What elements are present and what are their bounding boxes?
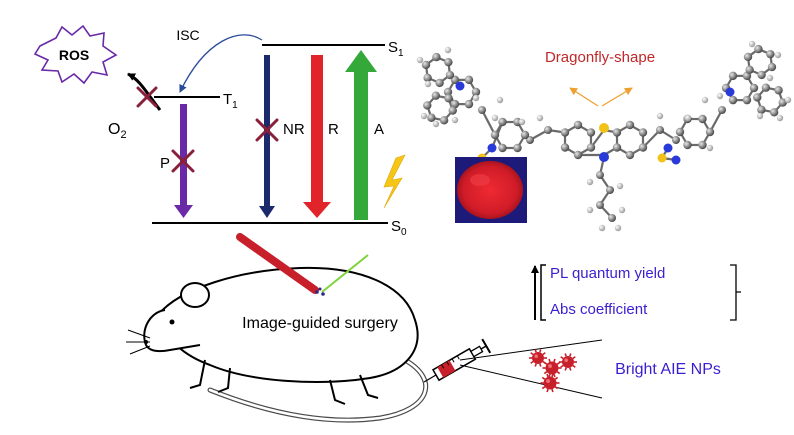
isc-label: ISC (176, 27, 199, 43)
abs-coefficient-label: Abs coefficient (550, 301, 648, 318)
phosphorescence-arrow-shaft (180, 104, 187, 207)
radiative-arrow-shaft (311, 55, 323, 203)
phosphorescence-arrow-head (174, 205, 193, 218)
right-wing-pointer (601, 87, 633, 107)
mouse-ear (180, 282, 210, 308)
molecule-structure: Dragonfly-shape (416, 40, 792, 232)
surgery-label: Image-guided surgery (242, 315, 398, 332)
s0-label: S0 (391, 218, 407, 238)
mouse-whiskers (126, 329, 151, 355)
lightning-icon (383, 154, 406, 209)
s1-label: S1 (388, 39, 404, 59)
molecule-atoms (416, 40, 792, 232)
jablonski-diagram: S1 S0 T1 ISC NR R A P ROS (33, 24, 407, 238)
properties-right-brace (730, 264, 741, 321)
mouse-hind-leg (329, 374, 379, 405)
nonradiative-arrow-head (259, 206, 275, 218)
absorption-arrow-head (345, 50, 377, 72)
nanoparticle-callout: Bright AIE NPs (459, 339, 721, 399)
oxygen-label: O2 (108, 121, 127, 141)
radiative-arrow-head (303, 202, 331, 218)
red-excitation-beam (236, 233, 319, 294)
absorption-arrow-shaft (354, 70, 368, 220)
mouse-illustration: Image-guided surgery (126, 233, 429, 423)
absorption-label: A (374, 121, 384, 138)
phosphorescence-quench-cross (171, 149, 195, 173)
ros-label: ROS (59, 47, 89, 63)
mouse-front-leg (189, 359, 231, 393)
properties-bracket (540, 264, 546, 321)
nonradiative-quench-cross (255, 118, 279, 142)
tumor-dots (315, 287, 325, 296)
mouse-eye (169, 319, 175, 325)
phosphorescence-label: P (160, 155, 170, 172)
mouse-tail-inner (208, 358, 427, 422)
molecule-title: Dragonfly-shape (545, 49, 655, 66)
nps-label: Bright AIE NPs (615, 361, 721, 378)
syringe-icon (423, 338, 492, 383)
aie-nanoparticles (529, 349, 577, 393)
t1-label: T1 (223, 91, 238, 111)
properties-panel: PL quantum yield Abs coefficient (531, 264, 741, 321)
isc-arrow (179, 34, 263, 93)
nonradiative-label: NR (283, 121, 305, 138)
green-emission-beam (321, 254, 369, 293)
mouse-body (156, 266, 419, 383)
ros-burst-shape (33, 24, 118, 85)
powder-photo (455, 157, 527, 223)
left-wing-pointer (569, 87, 599, 107)
mouse-head (143, 309, 201, 353)
energy-transfer-quench-cross (136, 86, 158, 108)
radiative-label: R (328, 121, 339, 138)
pl-quantum-yield-label: PL quantum yield (550, 265, 665, 282)
